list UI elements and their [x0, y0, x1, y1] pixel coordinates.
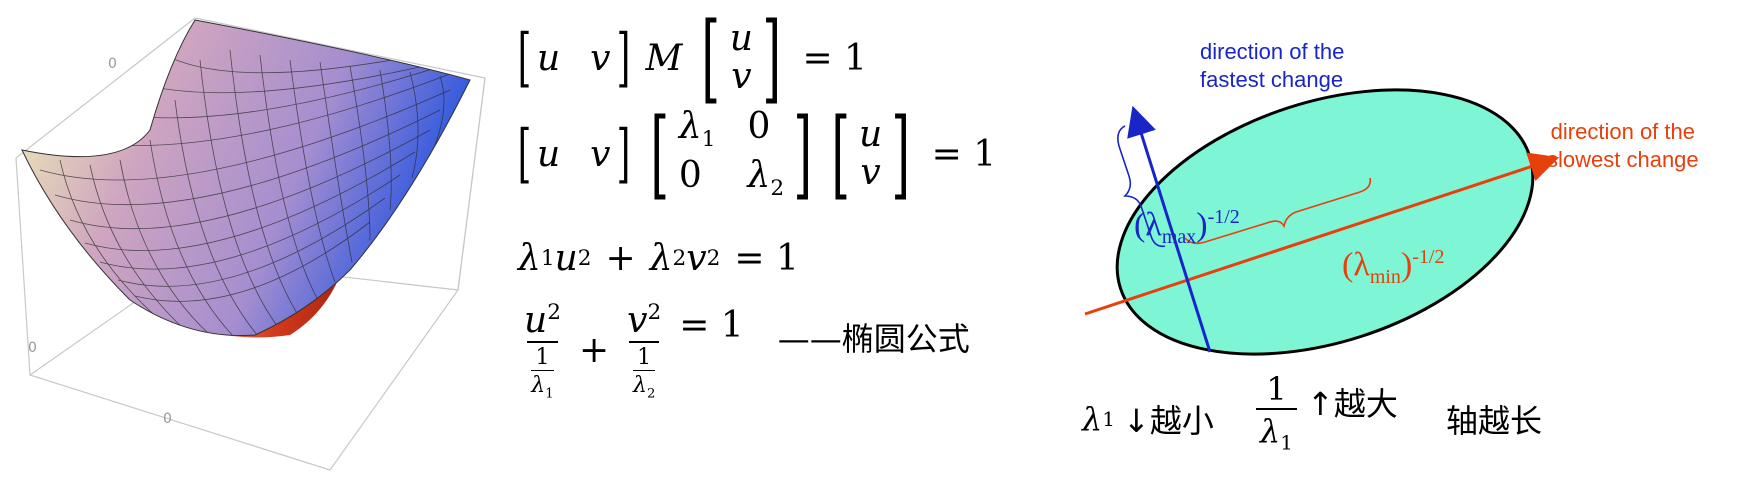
surface-main — [21, 19, 471, 337]
superscript: 2 — [577, 246, 592, 271]
lambda-min-label: (λmin)-1/2 — [1342, 246, 1445, 289]
matrix-entry: λ1 — [678, 106, 716, 153]
var-u: u — [536, 37, 561, 79]
reciprocal-lambda-1: 1 λ1 — [531, 345, 554, 402]
red-brace — [1184, 177, 1372, 245]
matrix-entry: 0 — [747, 106, 771, 148]
axis-tick-label: 0 — [108, 56, 117, 72]
reciprocal-lambda-2: 1 λ2 — [632, 345, 656, 402]
formula-block: [ u v ] M [ u v ] = 1 [ u v ] [ λ1 0 — [518, 0, 1060, 486]
left-bracket: [ — [650, 98, 670, 210]
ellipse-diagram: direction of the fastest change directio… — [1060, 0, 1764, 486]
equals-one: = 1 — [734, 238, 799, 279]
column-vector: u v — [859, 116, 882, 192]
paraboloid-surface-plot: 0 0 0 — [0, 0, 520, 486]
note-reciprocal-larger: 1 λ1 ↑越大 — [1252, 370, 1398, 454]
left-bracket: [ — [701, 2, 721, 114]
equation-2: [ u v ] [ λ1 0 0 λ2 ] [ u v ] = 1 — [512, 98, 997, 210]
label-line: fastest change — [1200, 66, 1344, 92]
lambda-1: λ — [518, 238, 541, 279]
label-line: slowest change — [1547, 146, 1699, 172]
equals-one: = 1 — [931, 133, 997, 175]
var-v: v — [860, 152, 881, 193]
surface-svg: 0 0 0 — [15, 17, 486, 471]
right-bracket: ] — [793, 98, 813, 210]
var-v: v — [590, 133, 611, 175]
note-axis-longer: 轴越长 — [1446, 402, 1543, 440]
superscript: 2 — [706, 246, 721, 271]
left-bracket: [ — [517, 21, 532, 95]
right-bracket: ] — [616, 117, 630, 191]
var-v: v — [590, 37, 611, 79]
subscript: 1 — [540, 246, 555, 271]
major-axis-arrow — [1084, 152, 1560, 316]
right-bracket: ] — [891, 98, 911, 210]
matrix-entry: λ2 — [747, 155, 785, 202]
subscript: 2 — [672, 246, 687, 271]
ellipse-svg — [1084, 88, 1560, 356]
plus-sign: + — [605, 238, 636, 279]
axis-tick-label: 0 — [28, 340, 37, 356]
right-bracket: ] — [762, 2, 782, 114]
fraction-u: u2 1 λ1 — [524, 300, 561, 402]
var-u: u — [729, 18, 753, 60]
ellipse-formula-caption: ——椭圆公式 — [777, 319, 970, 358]
equals-one: = 1 — [802, 37, 867, 79]
label-line: direction of the — [1550, 119, 1695, 144]
left-bracket: [ — [830, 98, 850, 210]
blue-brace — [1117, 125, 1166, 248]
column-vector: u v — [730, 20, 753, 96]
right-bracket: ] — [616, 21, 630, 95]
var-v: v — [686, 238, 707, 279]
slowest-change-label: direction of the slowest change — [1547, 118, 1699, 173]
lambda-2: λ — [649, 238, 673, 279]
var-u: u — [858, 114, 883, 156]
equals-one: = 1 — [679, 305, 744, 347]
var-u: u — [554, 238, 578, 279]
var-v: v — [731, 56, 752, 97]
equation-4: u2 1 λ1 + v2 1 λ2 = 1 ——椭 — [516, 300, 970, 401]
var-u: u — [536, 133, 561, 175]
minor-axis-arrow — [1127, 105, 1212, 353]
fastest-change-label: direction of the fastest change — [1200, 38, 1344, 93]
diagonal-matrix: λ1 0 0 λ2 — [679, 107, 784, 201]
matrix-M: M — [645, 37, 683, 79]
axis-tick-label: 0 — [163, 411, 172, 427]
label-line: direction of the — [1200, 39, 1345, 64]
fraction-v: v2 1 λ2 — [627, 300, 662, 402]
lambda-max-label: (λmax)-1/2 — [1134, 206, 1240, 249]
left-bracket: [ — [517, 117, 532, 191]
equation-1: [ u v ] M [ u v ] = 1 — [512, 10, 867, 106]
plus-sign: + — [578, 330, 610, 372]
matrix-entry: 0 — [678, 155, 702, 196]
